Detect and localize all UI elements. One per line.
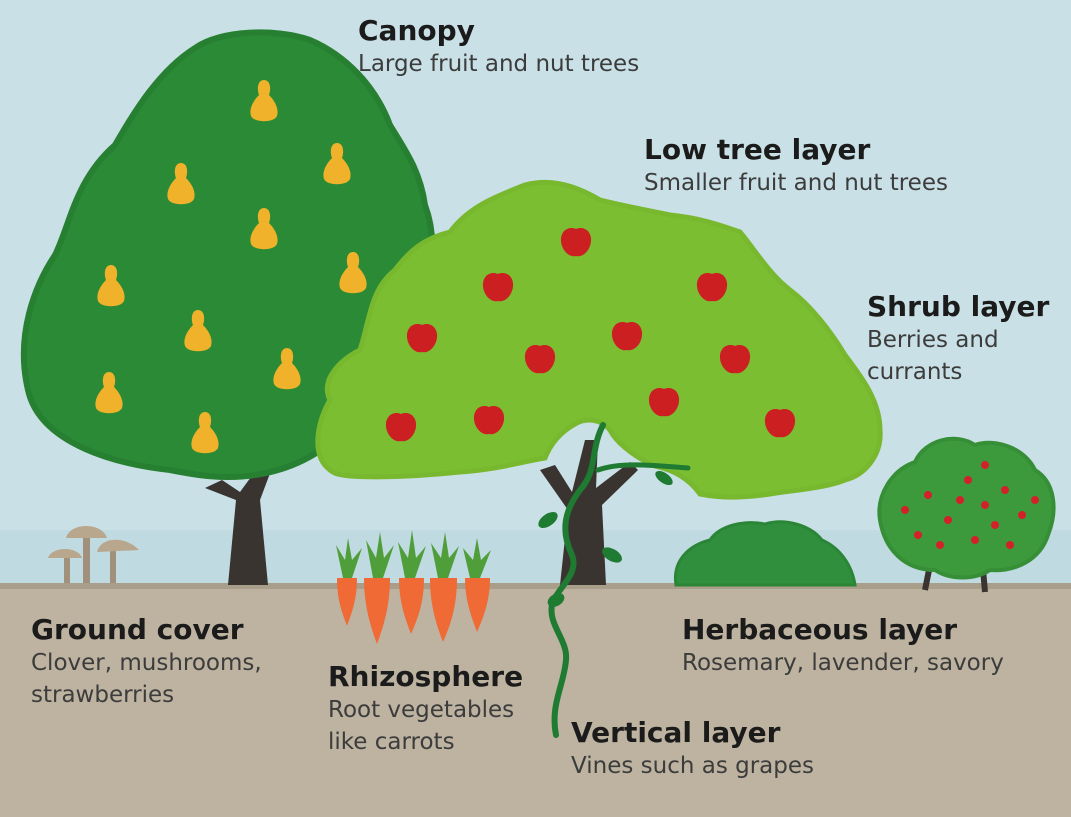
low-tree-description: Smaller fruit and nut trees	[644, 170, 948, 196]
pear-fruit	[273, 348, 301, 390]
mushroom-stem	[110, 548, 116, 583]
canopy-description: Large fruit and nut trees	[358, 51, 640, 77]
mushrooms	[48, 526, 139, 583]
low-tree-title: Low tree layer	[644, 133, 871, 166]
vertical-description: Vines such as grapes	[571, 753, 815, 779]
vine-tendril	[595, 462, 691, 473]
soil	[0, 583, 1071, 817]
mushroom-cap	[97, 539, 139, 552]
low-tree-foliage	[315, 179, 883, 500]
apple-fruit	[648, 388, 680, 417]
shrub-description: Berries and currants	[867, 327, 999, 385]
vertical-title: Vertical layer	[571, 716, 781, 749]
apple-fruit	[473, 406, 505, 435]
canopy-tree-trunk	[205, 462, 272, 585]
pear-fruit	[339, 252, 367, 294]
pear-fruit	[323, 143, 351, 185]
pear-fruit	[191, 412, 219, 454]
label-low-tree-layer: Low tree layer Smaller fruit and nut tre…	[644, 133, 948, 199]
pear-fruit	[250, 80, 278, 122]
carrot-root	[364, 578, 390, 644]
herb-bush	[673, 520, 857, 587]
pear-fruits	[95, 80, 367, 454]
low-tree	[315, 179, 883, 585]
mushroom-cap	[66, 526, 107, 538]
apple-fruit	[482, 273, 514, 302]
ground-cover-description: Clover, mushrooms, strawberries	[31, 650, 262, 708]
herbaceous-description: Rosemary, lavender, savory	[682, 650, 1004, 676]
label-herbaceous-layer: Herbaceous layer Rosemary, lavender, sav…	[682, 613, 1004, 679]
label-ground-cover: Ground cover Clover, mushrooms, strawber…	[31, 613, 291, 711]
carrot-root	[430, 578, 457, 642]
apple-fruit	[611, 322, 643, 351]
shrub-title: Shrub layer	[867, 290, 1050, 323]
label-shrub-layer: Shrub layer Berries and currants	[867, 290, 1057, 388]
mushroom-stem	[83, 535, 90, 583]
label-canopy: Canopy Large fruit and nut trees	[358, 14, 639, 80]
canopy-title: Canopy	[358, 14, 475, 47]
apple-fruit	[560, 228, 592, 257]
pear-fruit	[167, 163, 195, 205]
apple-fruits	[385, 228, 796, 442]
grape-vine	[538, 422, 691, 738]
vine-stem	[548, 422, 606, 738]
apple-fruit	[524, 345, 556, 374]
vine-leaf	[547, 593, 565, 607]
mushroom-stem	[64, 555, 70, 583]
carrot-greens	[336, 530, 491, 578]
pear-fruit	[95, 372, 123, 414]
label-rhizosphere: Rhizosphere Root vegetables like carrots	[328, 660, 543, 758]
carrot-root	[399, 578, 424, 634]
vine-leaf	[602, 547, 622, 563]
carrot-root	[337, 578, 357, 626]
low-tree-trunk	[540, 440, 638, 585]
pear-fruit	[184, 310, 212, 352]
ground-cover-title: Ground cover	[31, 613, 244, 646]
apple-fruit	[719, 345, 751, 374]
canopy-tree	[20, 29, 436, 585]
soil-surface-line	[0, 583, 1071, 589]
label-vertical-layer: Vertical layer Vines such as grapes	[571, 716, 814, 782]
berry-shrub	[877, 436, 1056, 593]
apple-fruit	[385, 413, 417, 442]
rhizosphere-title: Rhizosphere	[328, 660, 524, 693]
rhizosphere-description: Root vegetables like carrots	[328, 697, 515, 755]
pear-fruit	[97, 265, 125, 307]
berries	[901, 461, 1039, 549]
apple-fruit	[406, 324, 438, 353]
mushroom-cap	[48, 549, 82, 558]
carrot-root	[465, 578, 490, 632]
apple-fruit	[696, 273, 728, 302]
vine-leaf	[655, 470, 673, 486]
vine-leaf	[538, 512, 558, 528]
apple-fruit	[764, 409, 796, 438]
carrots	[336, 530, 491, 644]
herbaceous-title: Herbaceous layer	[682, 613, 958, 646]
pear-fruit	[250, 208, 278, 250]
